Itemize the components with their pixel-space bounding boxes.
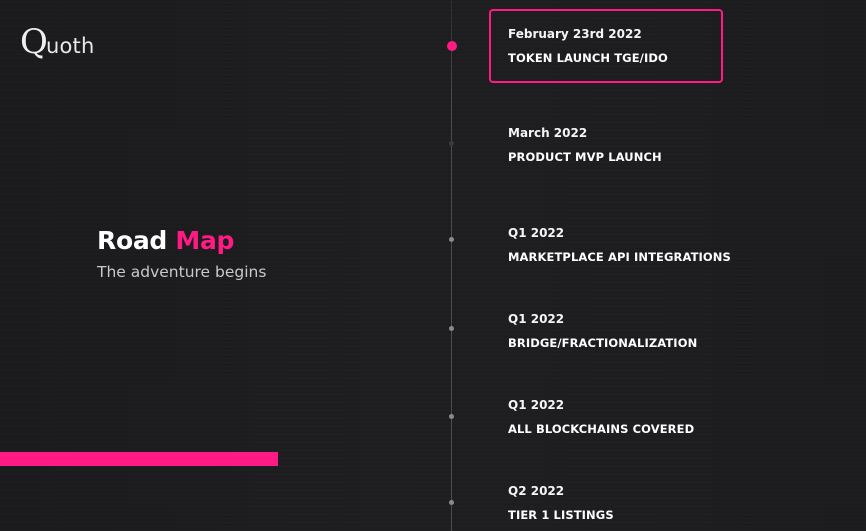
milestone-item[interactable]: Q1 2022 BRIDGE/FRACTIONALIZATION (508, 312, 697, 350)
milestone-item[interactable]: February 23rd 2022 TOKEN LAUNCH TGE/IDO (508, 27, 668, 65)
milestone-date: Q1 2022 (508, 312, 565, 326)
timeline-dot-active (447, 41, 457, 51)
milestone-title: ALL BLOCKCHAINS COVERED (508, 422, 695, 436)
logo-q-icon: Q (20, 22, 48, 62)
page-title: Road Map (97, 226, 266, 255)
milestone-item[interactable]: Q2 2022 TIER 1 LISTINGS (508, 484, 614, 522)
milestone-title: PRODUCT MVP LAUNCH (508, 150, 662, 164)
milestone-date: Q2 2022 (508, 484, 565, 498)
milestone-date: February 23rd 2022 (508, 27, 642, 41)
accent-bar (0, 452, 278, 466)
timeline-dot (449, 141, 454, 146)
milestone-title: MARKETPLACE API INTEGRATIONS (508, 250, 731, 264)
milestone-date: Q1 2022 (508, 398, 565, 412)
milestone-date: Q1 2022 (508, 226, 565, 240)
milestone-item[interactable]: Q1 2022 MARKETPLACE API INTEGRATIONS (508, 226, 731, 264)
milestone-date: March 2022 (508, 126, 588, 140)
milestone-title: TIER 1 LISTINGS (508, 508, 614, 522)
title-word-map: Map (175, 226, 235, 255)
timeline-line (451, 0, 452, 531)
title-word-road: Road (97, 226, 167, 255)
timeline-dot (449, 326, 454, 331)
milestone-item[interactable]: Q1 2022 ALL BLOCKCHAINS COVERED (508, 398, 694, 436)
timeline-dot (449, 414, 454, 419)
milestone-title: TOKEN LAUNCH TGE/IDO (508, 51, 668, 65)
timeline-dot (449, 237, 454, 242)
milestone-item[interactable]: March 2022 PRODUCT MVP LAUNCH (508, 126, 662, 164)
quoth-logo[interactable]: Q uoth (20, 22, 95, 62)
logo-text: uoth (46, 34, 95, 58)
timeline-dot (449, 500, 454, 505)
hero-title-block: Road Map The adventure begins (97, 226, 266, 281)
active-milestone-highlight (489, 9, 723, 83)
page-subtitle: The adventure begins (97, 263, 267, 281)
milestone-title: BRIDGE/FRACTIONALIZATION (508, 336, 698, 350)
